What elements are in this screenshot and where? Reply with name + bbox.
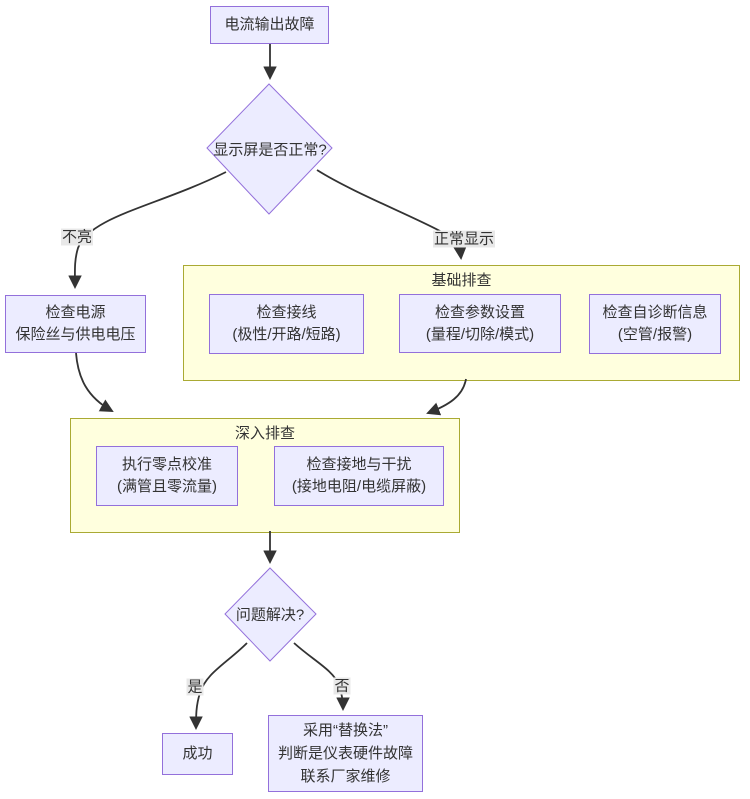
edge-solved-decision-to-replace-method <box>293 642 350 712</box>
edge-label-not-lit: 不亮 <box>60 228 94 246</box>
display-decision-diamond-shape <box>206 83 333 215</box>
edge-solved-decision-to-success <box>189 642 248 731</box>
group-basic-title: 基础排查 <box>431 272 492 289</box>
zero-calibration-node: 执行零点校准 (满管且零流量) <box>96 446 238 506</box>
edge-label-no: 否 <box>333 677 351 695</box>
check-power-line2: 保险丝与供电电压 <box>15 326 136 343</box>
check-power-line1: 检查电源 <box>45 304 106 321</box>
solved-decision-diamond-shape <box>224 567 317 662</box>
zero-calibration-line1: 执行零点校准 <box>121 456 212 473</box>
group-basic-troubleshooting: 基础排查 检查接线 (极性/开路/短路) 检查参数设置 (量程/切除/模式) 检… <box>183 265 740 381</box>
check-parameters-line1: 检查参数设置 <box>434 303 525 321</box>
check-diagnostics-node: 检查自诊断信息 (空管/报警) <box>589 294 721 354</box>
edge-label-yes: 是 <box>186 678 204 696</box>
check-wiring-line2: (极性/开路/短路) <box>232 326 341 343</box>
group-deep-troubleshooting: 深入排查 执行零点校准 (满管且零流量) 检查接地与干扰 (接地电阻/电缆屏蔽) <box>70 418 460 533</box>
check-wiring-node: 检查接线 (极性/开路/短路) <box>209 294 364 354</box>
replace-method-node: 采用“替换法” 判断是仪表硬件故障 联系厂家维修 <box>268 715 423 792</box>
solved-decision-label: 问题解决? <box>235 606 305 624</box>
check-parameters-node: 检查参数设置 (量程/切除/模式) <box>399 294 561 353</box>
zero-calibration-line2: (满管且零流量) <box>117 478 217 495</box>
start-node: 电流输出故障 <box>210 6 329 44</box>
edge-display-decision-to-check-power <box>68 171 227 290</box>
replace-method-line3: 联系厂家维修 <box>300 768 391 785</box>
check-wiring-line1: 检查接线 <box>256 304 317 321</box>
check-grounding-line1: 检查接地与干扰 <box>306 456 412 473</box>
check-power-node: 检查电源 保险丝与供电电压 <box>5 295 146 353</box>
replace-method-line2: 判断是仪表硬件故障 <box>277 745 413 762</box>
display-decision-label: 显示屏是否正常? <box>213 141 327 159</box>
success-label: 成功 <box>182 745 213 762</box>
success-node: 成功 <box>162 733 233 775</box>
edge-basic-group-to-deep-group <box>426 378 467 416</box>
edge-label-normal-display: 正常显示 <box>432 230 496 248</box>
check-parameters-line2: (量程/切除/模式) <box>425 325 535 343</box>
check-grounding-line2: (接地电阻/电缆屏蔽) <box>291 478 427 495</box>
check-diagnostics-line1: 检查自诊断信息 <box>602 304 708 321</box>
replace-method-line1: 采用“替换法” <box>303 722 388 739</box>
check-diagnostics-line2: (空管/报警) <box>617 326 693 343</box>
start-node-label: 电流输出故障 <box>224 16 315 33</box>
group-deep-title: 深入排查 <box>234 425 295 442</box>
edge-check-power-to-deep-group <box>75 352 114 412</box>
check-grounding-node: 检查接地与干扰 (接地电阻/电缆屏蔽) <box>274 446 444 506</box>
